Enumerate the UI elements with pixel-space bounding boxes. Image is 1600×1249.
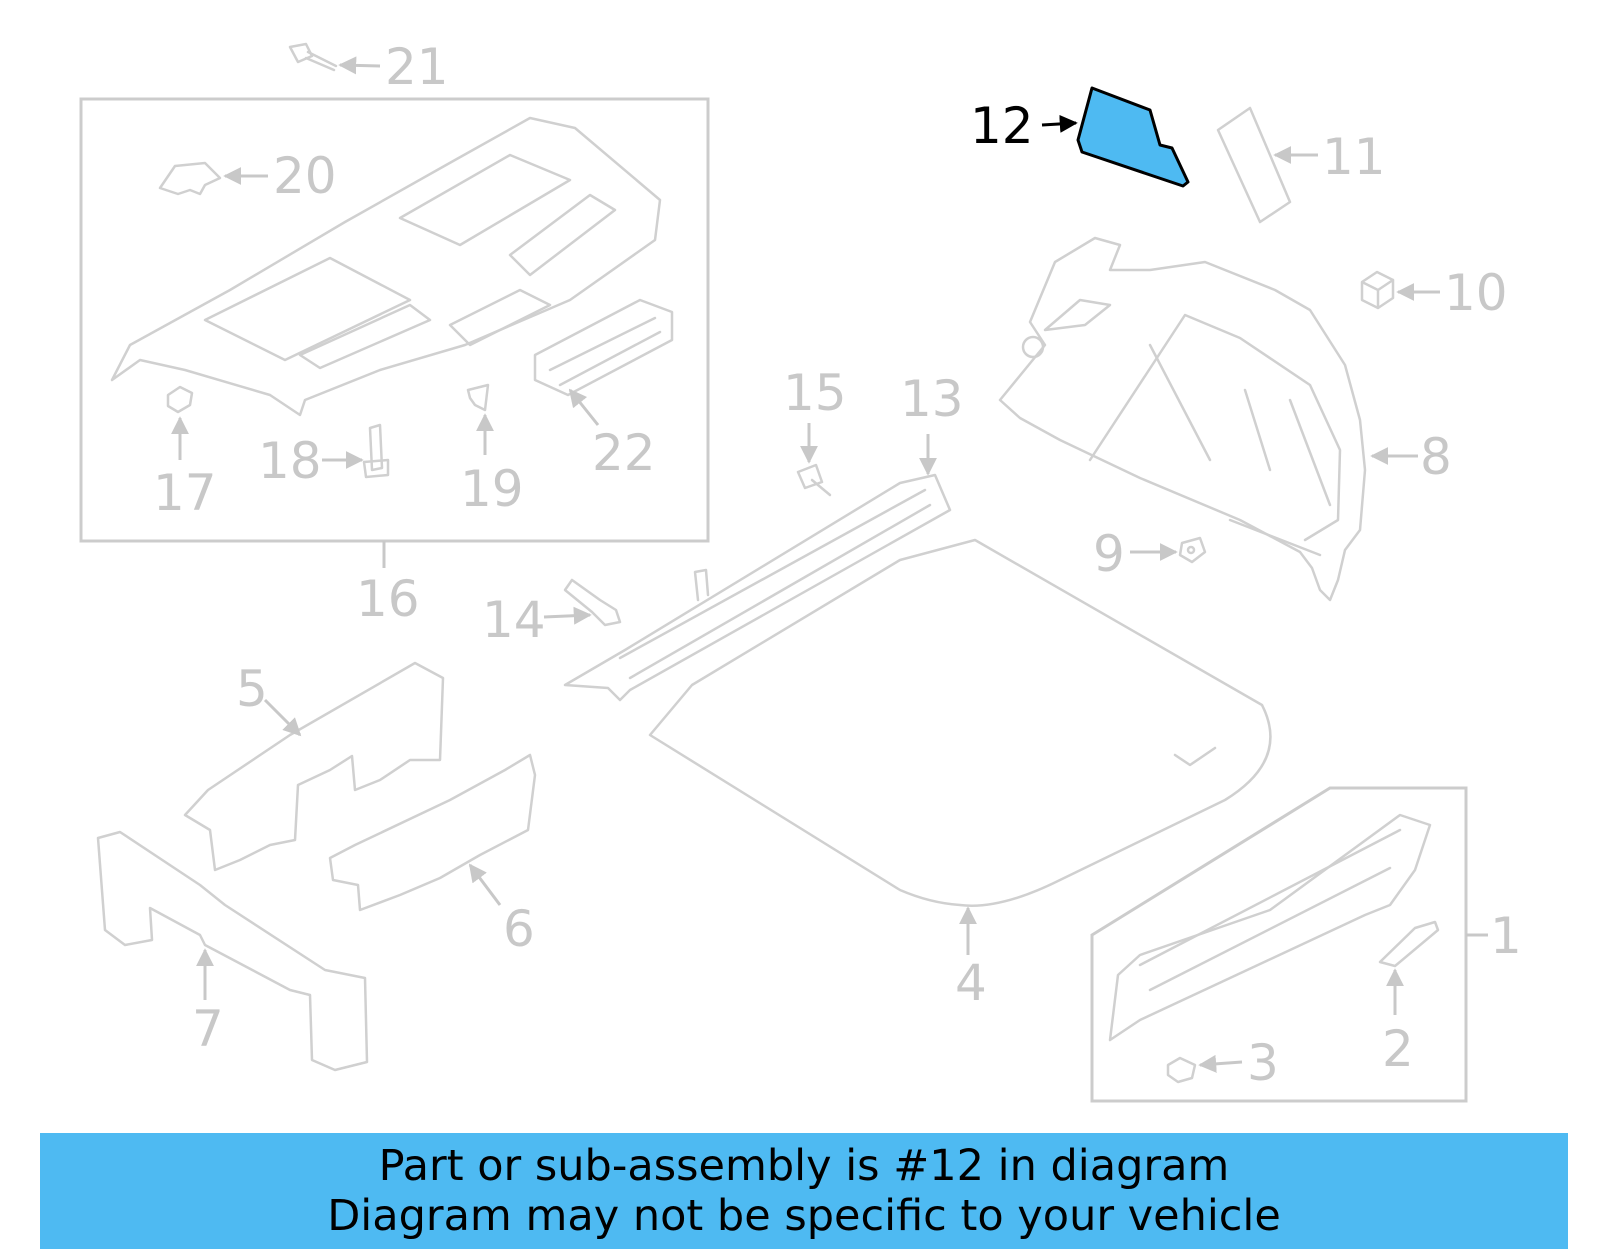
callout-18: 18 (258, 432, 322, 490)
part-20-clip (158, 161, 222, 196)
callout-5: 5 (236, 660, 268, 718)
callout-14: 14 (482, 591, 546, 649)
part-7-foam (96, 830, 369, 1072)
part-6-foam (328, 753, 537, 912)
callout-20: 20 (273, 147, 337, 205)
part-14-pushpin (563, 578, 622, 627)
part-19-clip (466, 383, 490, 412)
callout-13: 13 (900, 370, 964, 428)
callout-22: 22 (592, 424, 656, 482)
part-12-highlighted (1076, 86, 1190, 188)
part-4-floor-mat (648, 538, 1272, 907)
callout-10: 10 (1444, 264, 1508, 322)
callout-21: 21 (385, 38, 449, 96)
part-17-clip (166, 385, 194, 414)
assembly-16-box (79, 97, 710, 543)
part-11-panel (1216, 106, 1292, 224)
part-2-clip (1378, 920, 1440, 968)
part-10-clip (1360, 270, 1395, 310)
part-18-bolt (362, 423, 390, 479)
part-8-trunk-trim (998, 236, 1367, 602)
part-9-clip (1178, 536, 1207, 564)
callout-7: 7 (192, 1000, 224, 1058)
part-15-screw (796, 463, 832, 497)
info-banner: Part or sub-assembly is #12 in diagram D… (40, 1133, 1568, 1249)
part-13-sill (563, 473, 952, 702)
part-16-package-tray (110, 116, 662, 417)
callout-8: 8 (1420, 428, 1452, 486)
callout-1: 1 (1490, 907, 1522, 965)
part-22-bracket (533, 298, 674, 397)
callout-3: 3 (1247, 1034, 1279, 1092)
callout-2: 2 (1382, 1020, 1414, 1078)
part-3-clip (1166, 1056, 1197, 1084)
callout-16: 16 (356, 570, 420, 628)
assembly-1-box (1090, 786, 1468, 1103)
callout-19: 19 (460, 460, 524, 518)
callout-17: 17 (153, 464, 217, 522)
callout-4: 4 (955, 954, 987, 1012)
part-21-bolt (288, 42, 338, 72)
banner-line-1: Part or sub-assembly is #12 in diagram (378, 1141, 1230, 1191)
callout-15: 15 (783, 364, 847, 422)
callout-11: 11 (1322, 128, 1386, 186)
part-5-foam (183, 661, 445, 872)
banner-line-2: Diagram may not be specific to your vehi… (327, 1191, 1281, 1241)
callout-6: 6 (503, 900, 535, 958)
callout-9: 9 (1093, 525, 1125, 583)
part-1-step-pad (1108, 813, 1432, 1042)
callout-12: 12 (970, 97, 1034, 155)
